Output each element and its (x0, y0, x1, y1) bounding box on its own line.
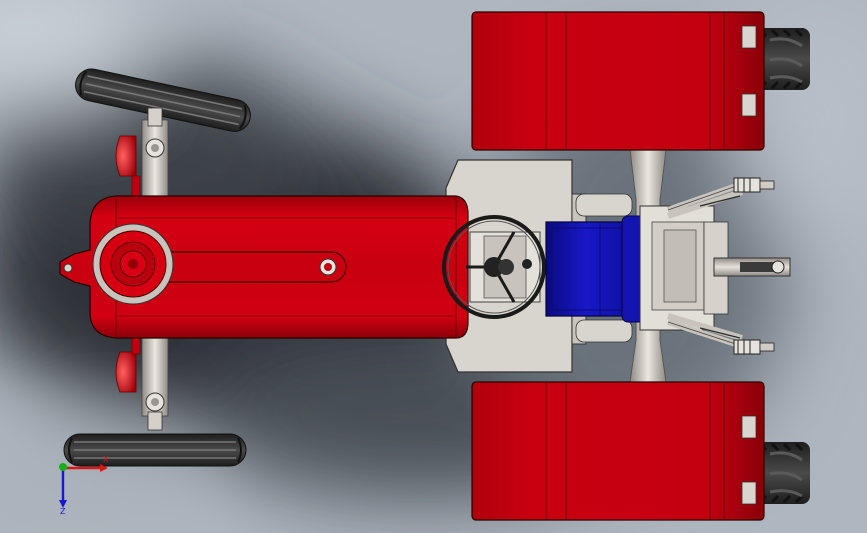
steering-wheel[interactable] (442, 215, 546, 319)
front-axle[interactable] (141, 107, 169, 431)
radiator-cap[interactable] (92, 223, 174, 305)
front-wheel-bottom[interactable] (63, 433, 247, 467)
rear-fender-top[interactable] (471, 11, 765, 151)
axis-triad: X Z (59, 455, 109, 516)
hitch-link-top[interactable] (733, 177, 775, 193)
hitch-link-bottom[interactable] (733, 339, 775, 355)
hood-emblem (319, 258, 337, 276)
z-axis-label: Z (60, 507, 66, 516)
three-point-hitch[interactable] (667, 177, 775, 355)
drawbar[interactable] (713, 257, 791, 277)
x-axis-label: X (103, 455, 109, 464)
rear-tire-bottom[interactable] (752, 442, 810, 504)
y-axis-dot (59, 463, 67, 471)
headlight-top (115, 135, 141, 197)
front-wheel-top[interactable] (73, 66, 254, 134)
rear-fender-bottom[interactable] (471, 381, 765, 521)
headlight-bottom (115, 335, 141, 393)
